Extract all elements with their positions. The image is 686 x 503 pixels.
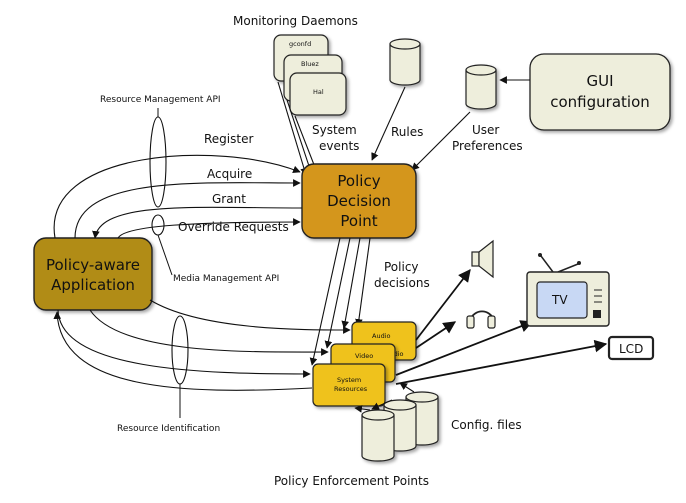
acquire-label: Acquire [207, 167, 252, 181]
grant-label: Grant [212, 192, 246, 206]
config-files-database-icons [361, 391, 439, 462]
policy-decisions-label-1: Policy [384, 260, 419, 274]
device-arrows [395, 269, 608, 385]
register-arrow [53, 154, 301, 239]
monitoring-daemons-title: Monitoring Daemons [233, 14, 358, 28]
app-label-1: Policy-aware [46, 256, 140, 274]
gui-config-label-2: configuration [550, 93, 650, 111]
pep-system-label-2: Resources [334, 385, 368, 393]
resource-id-label: Resource Identification [117, 424, 220, 434]
pdp-label-1: Policy [337, 172, 380, 190]
tv-label: TV [551, 293, 568, 307]
lcd-icon [607, 335, 655, 361]
user-prefs-label-2: Preferences [452, 139, 523, 153]
speaker-icon [471, 239, 494, 279]
policy-decision-point-box [301, 163, 417, 239]
policy-decisions-label-2: decisions [374, 276, 430, 290]
user-prefs-label-1: User [472, 123, 499, 137]
gui-config-label-1: GUI [586, 72, 613, 90]
pep-box-system-resources [312, 363, 386, 407]
tv-icon [526, 253, 610, 327]
resource-id-ellipse [171, 315, 189, 385]
rules-database-icon [389, 38, 421, 86]
user-prefs-database-icon [465, 64, 497, 110]
override-arrow [117, 218, 301, 239]
pep-video-label: Video [355, 352, 373, 360]
daemon-card-hal [289, 72, 347, 116]
pep-audio-label: Audio [372, 332, 390, 340]
daemon-label-gconfd: gconfd [289, 40, 311, 48]
override-label: Override Requests [178, 220, 289, 234]
system-events-label-2: events [319, 139, 359, 153]
config-arrows [354, 382, 415, 413]
lcd-label: LCD [619, 342, 643, 356]
resource-mgmt-api-ellipse [149, 116, 167, 208]
daemon-label-bluez: Bluez [301, 60, 319, 68]
acquire-arrow [74, 179, 301, 239]
pdp-label-2: Decision [327, 192, 391, 210]
app-to-pep-arrows [53, 299, 351, 391]
register-label: Register [204, 132, 253, 146]
rules-label: Rules [391, 125, 423, 139]
app-label-2: Application [51, 276, 135, 294]
resource-mgmt-api-label: Resource Management API [100, 95, 221, 105]
policy-aware-app-box [33, 237, 153, 311]
gui-config-box [529, 53, 671, 131]
pep-footer-label: Policy Enforcement Points [274, 474, 429, 488]
media-mgmt-api-ellipse [151, 214, 165, 236]
grant-arrow [92, 206, 303, 239]
config-files-label: Config. files [451, 418, 522, 432]
rules-arrow [371, 86, 406, 161]
system-events-label-1: System [312, 123, 357, 137]
pep-system-label-1: System [337, 376, 361, 384]
media-mgmt-api-label: Media Management API [173, 274, 279, 284]
headphones-icon [466, 310, 496, 329]
pdp-label-3: Point [340, 212, 377, 230]
daemon-label-hal: Hal [313, 88, 324, 96]
prefs-arrow [411, 111, 471, 171]
